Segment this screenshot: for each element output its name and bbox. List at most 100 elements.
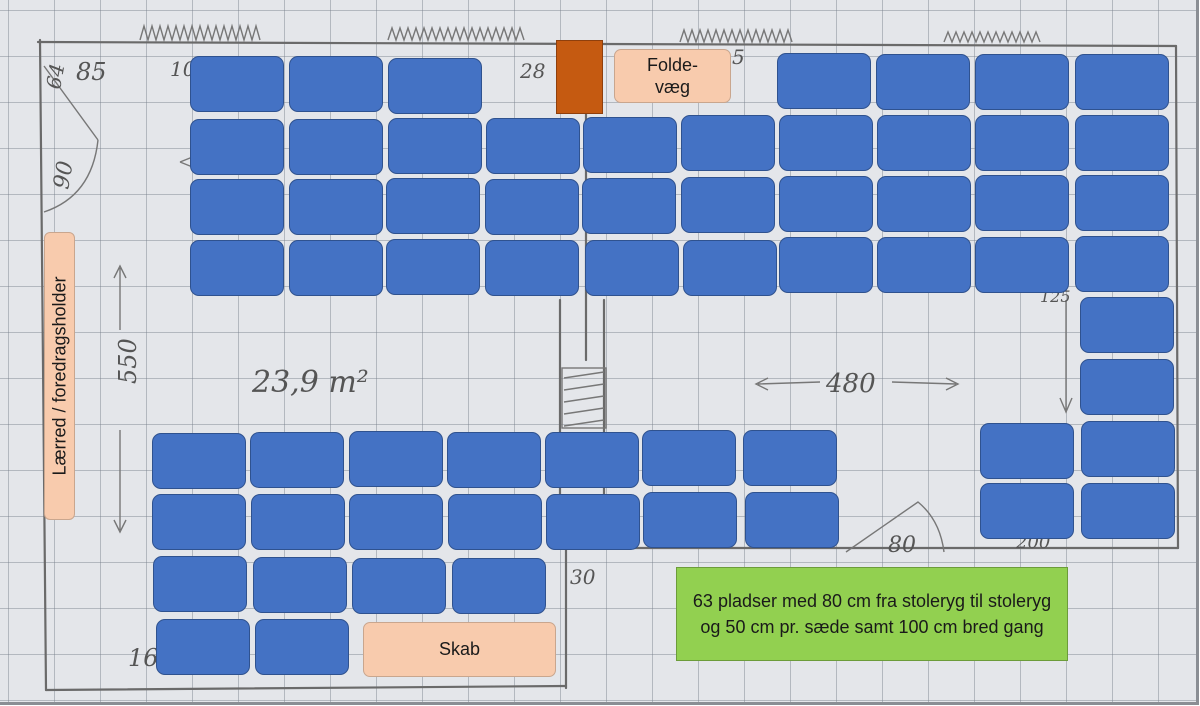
seat[interactable] [779, 237, 873, 293]
seat[interactable] [190, 56, 284, 112]
seat[interactable] [1081, 421, 1175, 477]
arrow-550 [113, 264, 127, 534]
folding-wall-text: Folde- væg [646, 55, 699, 97]
seat[interactable] [152, 433, 246, 489]
seat[interactable] [255, 619, 349, 675]
seat[interactable] [349, 494, 443, 550]
seat[interactable] [1075, 236, 1169, 292]
seat[interactable] [681, 177, 775, 233]
seat[interactable] [289, 56, 383, 112]
seat[interactable] [1080, 297, 1174, 353]
dim-85-text: 85 [76, 58, 107, 86]
seat[interactable] [447, 432, 541, 488]
seat[interactable] [388, 58, 482, 114]
seat[interactable] [643, 492, 737, 548]
pillar-hatch [563, 371, 605, 427]
seat[interactable] [153, 556, 247, 612]
seat[interactable] [877, 176, 971, 232]
seat[interactable] [253, 557, 347, 613]
seating-note: 63 pladser med 80 cm fra stoleryg til st… [676, 567, 1068, 661]
wall-top [36, 40, 1178, 48]
seat[interactable] [190, 240, 284, 296]
arrow-right-vertical [1059, 300, 1073, 414]
seat[interactable] [486, 118, 580, 174]
seat[interactable] [877, 237, 971, 293]
dim-90-text: 90 [49, 159, 78, 191]
dim-550-text: 550 [114, 338, 142, 384]
screen-text: Lærred / foredragsholder [49, 276, 69, 476]
door-leaf-left [43, 65, 99, 141]
dim-28-text: 28 [519, 59, 545, 83]
seat[interactable] [388, 118, 482, 174]
seat[interactable] [642, 430, 736, 486]
seat[interactable] [352, 558, 446, 614]
dim-64-text: 64 [41, 62, 69, 91]
seat[interactable] [975, 54, 1069, 110]
dim-25-text: 5 [732, 45, 745, 69]
seat[interactable] [546, 494, 640, 550]
wall-right [1174, 44, 1180, 550]
pillar [561, 367, 607, 429]
seat[interactable] [681, 115, 775, 171]
seat[interactable] [289, 119, 383, 175]
seat[interactable] [975, 237, 1069, 293]
seat[interactable] [250, 432, 344, 488]
seat[interactable] [1081, 483, 1175, 539]
seat[interactable] [975, 115, 1069, 171]
seat[interactable] [583, 117, 677, 173]
seat[interactable] [683, 240, 777, 296]
seat[interactable] [485, 240, 579, 296]
door-arc-bottom [845, 501, 945, 553]
seat[interactable] [980, 423, 1074, 479]
seat[interactable] [190, 179, 284, 235]
seat[interactable] [156, 619, 250, 675]
cabinet-label: Skab [363, 622, 556, 677]
seat[interactable] [980, 483, 1074, 539]
radiator-4 [943, 30, 1041, 44]
seat[interactable] [448, 494, 542, 550]
cabinet-text: Skab [438, 639, 481, 659]
area-text: 23,9 m² [251, 365, 369, 400]
dim-80-text: 80 [888, 533, 916, 558]
seat[interactable] [582, 178, 676, 234]
radiator-3 [679, 27, 793, 45]
seating-note-text: 63 pladser med 80 cm fra stoleryg til st… [692, 591, 1052, 637]
seat[interactable] [585, 240, 679, 296]
seat[interactable] [779, 115, 873, 171]
seat[interactable] [152, 494, 246, 550]
folding-wall-label: Folde- væg [614, 49, 731, 103]
seat[interactable] [545, 432, 639, 488]
dim-480-text: 480 [825, 369, 876, 399]
seat[interactable] [975, 175, 1069, 231]
seat[interactable] [1075, 54, 1169, 110]
folding-wall-block [556, 40, 603, 114]
seat[interactable] [349, 431, 443, 487]
door-arc-left [43, 139, 99, 213]
dim-30-text: 30 [570, 565, 596, 589]
seat[interactable] [386, 239, 480, 295]
seat[interactable] [251, 494, 345, 550]
radiator-2 [387, 25, 525, 43]
seat[interactable] [1075, 115, 1169, 171]
wall-left [38, 38, 48, 692]
seat[interactable] [485, 179, 579, 235]
seat[interactable] [452, 558, 546, 614]
seat[interactable] [745, 492, 839, 548]
screen-label: Lærred / foredragsholder [44, 232, 75, 520]
seat[interactable] [779, 176, 873, 232]
dim-16-text: 16 [128, 644, 159, 672]
seat[interactable] [289, 240, 383, 296]
radiator-1 [139, 23, 261, 43]
seat[interactable] [386, 178, 480, 234]
seat[interactable] [877, 115, 971, 171]
seat[interactable] [190, 119, 284, 175]
seat[interactable] [1080, 359, 1174, 415]
seat[interactable] [743, 430, 837, 486]
seat[interactable] [876, 54, 970, 110]
arrow-480 [754, 377, 960, 391]
seat[interactable] [1075, 175, 1169, 231]
seat[interactable] [777, 53, 871, 109]
wall-bottom-left [44, 684, 568, 692]
seat[interactable] [289, 179, 383, 235]
